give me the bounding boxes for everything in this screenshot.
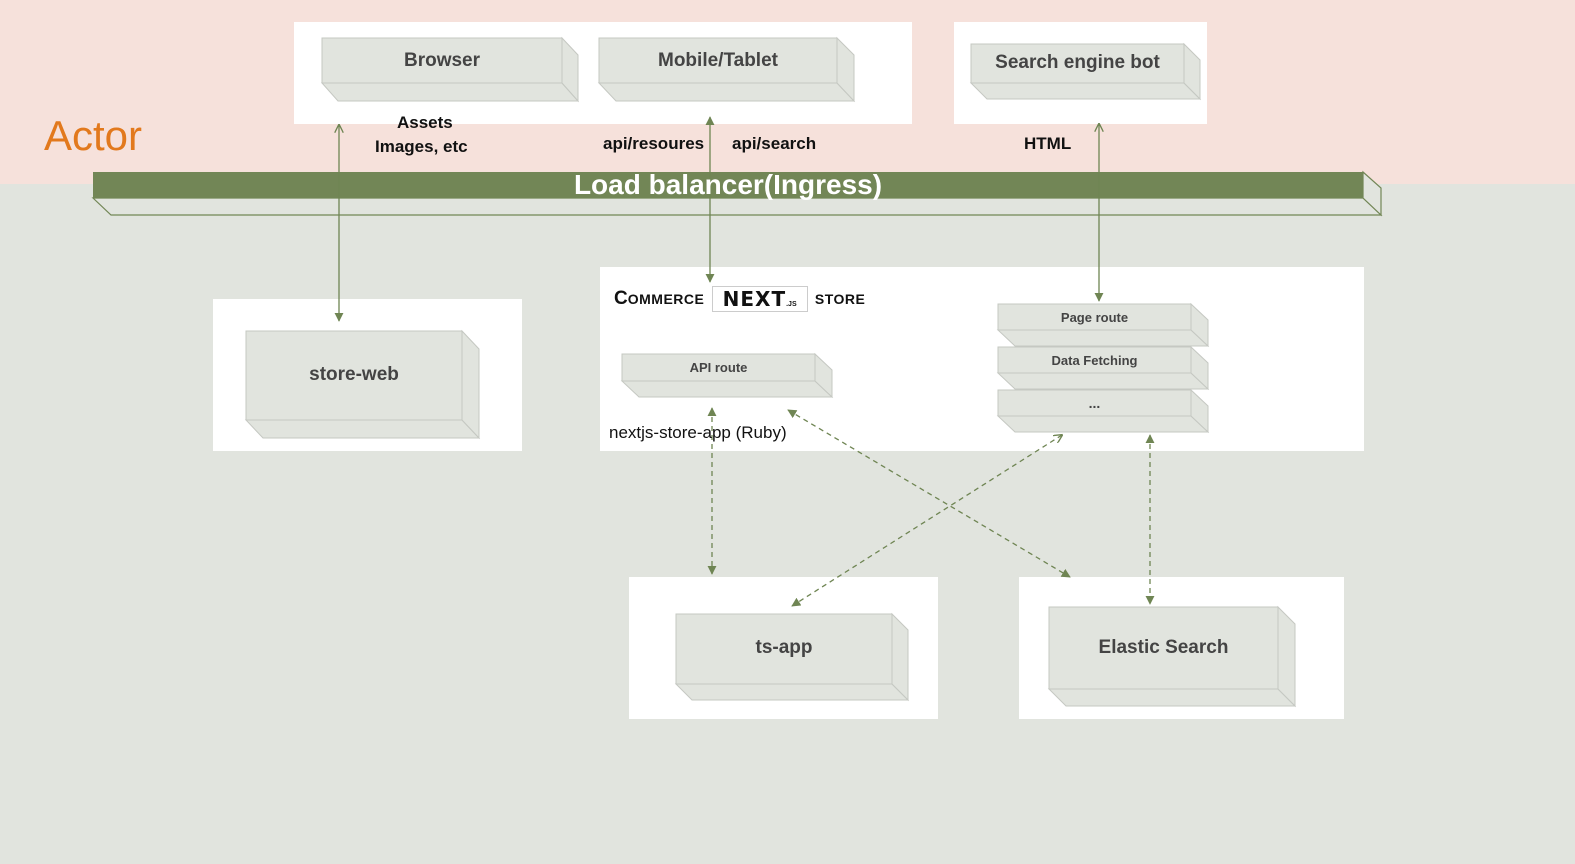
assets-label: Assets	[397, 113, 453, 132]
api-route-cube	[620, 352, 834, 399]
store-app-label: nextjs-store-app (Ruby)	[609, 423, 787, 442]
data-fetching-cube	[996, 345, 1210, 391]
store-web-label: store-web	[309, 364, 399, 385]
api-search-label: api/search	[732, 134, 817, 153]
html-label: HTML	[1024, 134, 1072, 153]
page-ts-app-connector	[792, 435, 1062, 607]
ts-app-label: ts-app	[755, 637, 813, 658]
commerce-logo: COMMERCE NEXT.JS STORE	[614, 286, 865, 312]
load-balancer-label: Load balancer(Ingress)	[573, 169, 883, 200]
mobile-label: Mobile/Tablet	[658, 50, 778, 71]
search-bot-label: Search engine bot	[995, 52, 1160, 73]
store-web-cube	[244, 329, 481, 440]
search-bot-cube	[969, 42, 1202, 101]
next-word: NEXT	[722, 287, 787, 311]
more-label: ...	[1088, 395, 1101, 411]
load-balancer-bar	[91, 170, 1383, 217]
api-resources-label: api/resoures	[603, 134, 705, 153]
page-route-cube	[996, 302, 1210, 348]
page-route-label: Page route	[1060, 310, 1129, 325]
elastic-cube	[1047, 605, 1297, 708]
images-label: Images, etc	[375, 137, 468, 156]
commerce-initial: C	[614, 288, 628, 310]
nextjs-logo: NEXT.JS	[711, 286, 808, 312]
elastic-label: Elastic Search	[1098, 637, 1229, 658]
next-js-suffix: .JS	[786, 301, 797, 308]
ts-app-cube	[674, 612, 910, 702]
api-route-label: API route	[689, 360, 748, 375]
mobile-cube	[597, 36, 856, 103]
browser-label: Browser	[403, 50, 481, 71]
api-elastic-connector	[787, 409, 1071, 578]
browser-cube	[320, 36, 580, 103]
data-fetching-label: Data Fetching	[1051, 353, 1138, 368]
actor-label: Actor	[44, 112, 143, 159]
store-word: STORE	[814, 291, 866, 308]
commerce-word: OMMERCE	[627, 291, 705, 308]
